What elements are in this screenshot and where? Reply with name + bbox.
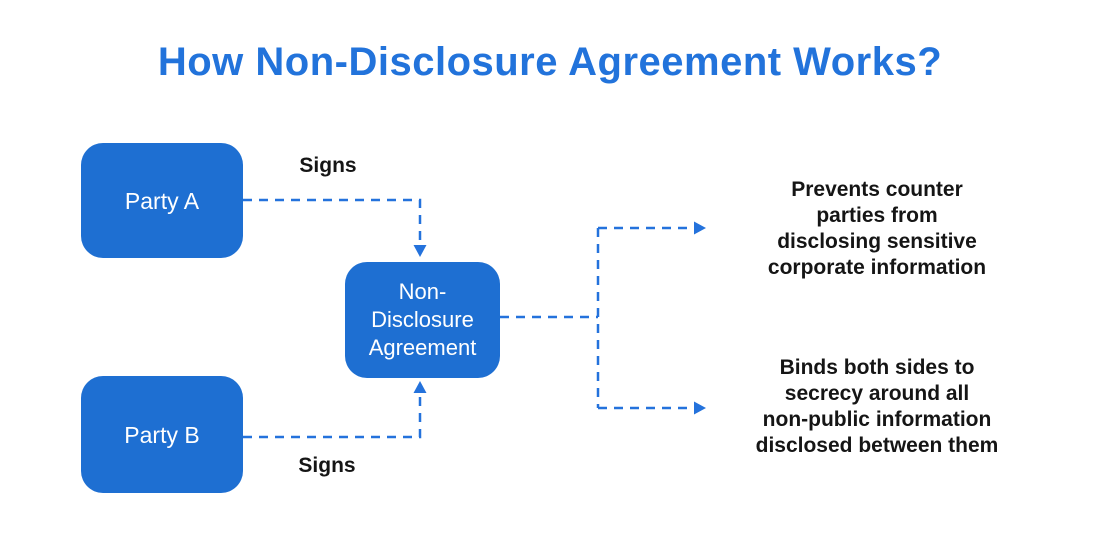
outcome-text-top: Prevents counter parties from disclosing… [767,178,987,279]
arrow-party-a-to-nda [243,198,427,257]
arrow-party-b-to-nda [243,381,427,439]
arrow-nda-to-junction [500,228,600,408]
signs-label-bottom: Signs [298,454,356,477]
outcome-text-bottom: Binds both sides to secrecy around all n… [755,356,999,457]
nda-box: Non- Disclosure Agreement [345,262,500,378]
party-a-box: Party A [81,143,243,258]
arrow-to-outcome-bottom [598,401,706,415]
signs-label-top: Signs [299,154,357,177]
diagram-title: How Non-Disclosure Agreement Works? [157,40,943,84]
party-b-box: Party B [81,376,243,493]
arrow-to-outcome-top [598,221,706,235]
